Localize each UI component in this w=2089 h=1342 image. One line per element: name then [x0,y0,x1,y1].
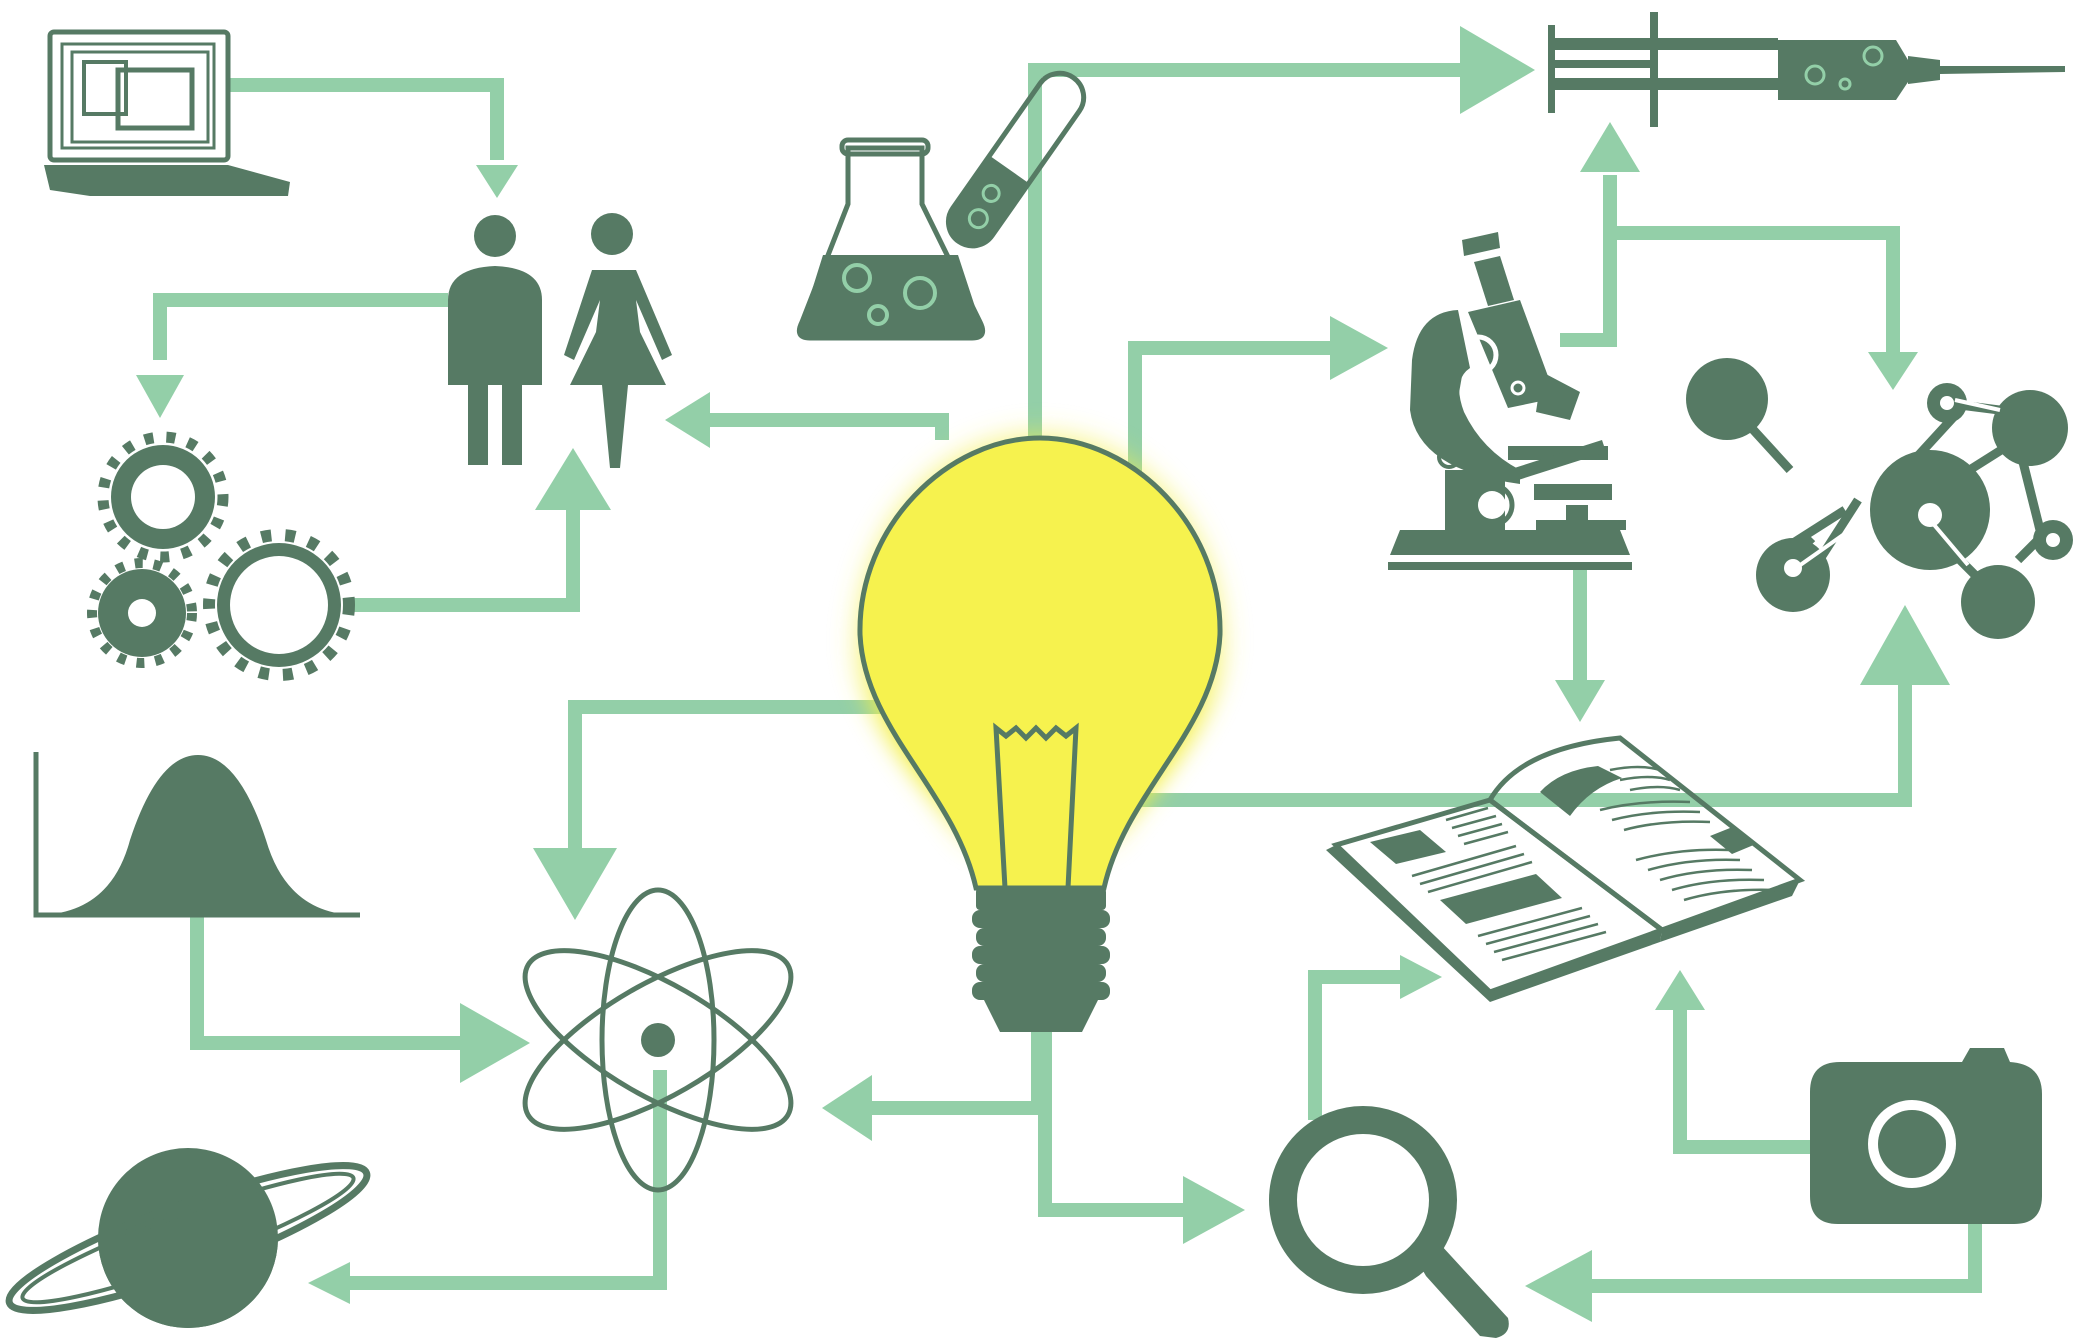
arrowhead-left [1525,1250,1592,1322]
test-tube-icon [945,70,1087,249]
arrowhead-right [460,1003,530,1083]
arrow-syringe-to-molecule [1610,226,1900,355]
light-bulb-icon [843,420,1237,1032]
open-book-icon [1326,735,1806,1002]
arrowhead-left [665,392,710,448]
arrow-microscope-to-syringe [1560,175,1617,347]
arrowhead-up [1580,122,1640,172]
gear-large-top [97,431,229,563]
molecule-icon [1686,358,2073,639]
arrowhead-down [1555,680,1605,722]
woman-figure [564,213,672,468]
microscope-icon [1388,232,1632,570]
syringe-icon [1548,12,2065,127]
bell-curve-icon [33,752,360,918]
arrowhead-down [136,375,184,418]
arrow-atom-to-planet [342,1070,667,1290]
arrow-bulb-to-atom [568,700,900,850]
arrowhead-right [1183,1176,1245,1244]
arrow-book-to-molecule [1140,680,1912,807]
arrow-bulb-to-microscope [1128,341,1330,500]
people-icon [448,213,672,468]
arrowhead-down [476,165,518,198]
gear-small [87,558,197,668]
arrow-camera-to-book [1673,1000,1810,1154]
gear-large-right [203,529,355,681]
arrow-people-to-gears [153,293,448,360]
magnifier-icon [1269,1106,1509,1338]
arrowhead-down [1868,352,1918,390]
arrow-laptop-to-people [228,78,504,160]
laptop-icon [44,29,290,196]
planet-icon [5,1148,371,1328]
arrowhead-right [1460,26,1535,114]
arrow-bulb-to-syringe [1028,63,1460,440]
atom-icon [522,887,794,1193]
arrowhead-left [822,1075,872,1141]
arrow-heads [136,26,1950,1322]
arrow-curve-to-atom [190,915,470,1050]
man-figure [448,215,542,465]
arrowhead-up [1655,970,1705,1010]
arrow-bulb-to-people [700,413,949,440]
arrowhead-right [1330,316,1388,380]
connector-arrows [153,63,1982,1293]
gears-icon [87,431,355,681]
arrowhead-up [535,448,611,510]
arrow-bulb-to-atom-bottom [860,1030,1045,1115]
arrow-magnifier-to-book [1308,970,1405,1120]
arrowhead-right [1400,955,1442,999]
bulb-screw-base [972,888,1110,1032]
arrow-camera-to-magnifier [1585,1220,1982,1293]
arrowhead-down [533,848,617,920]
arrow-bulb-to-magnifier [1038,1030,1190,1217]
flask-icon [796,137,986,341]
camera-icon [1810,1048,2042,1224]
arrowhead-left [308,1262,350,1304]
arrowhead-up [1860,605,1950,685]
arrow-gears-to-people [352,500,580,612]
